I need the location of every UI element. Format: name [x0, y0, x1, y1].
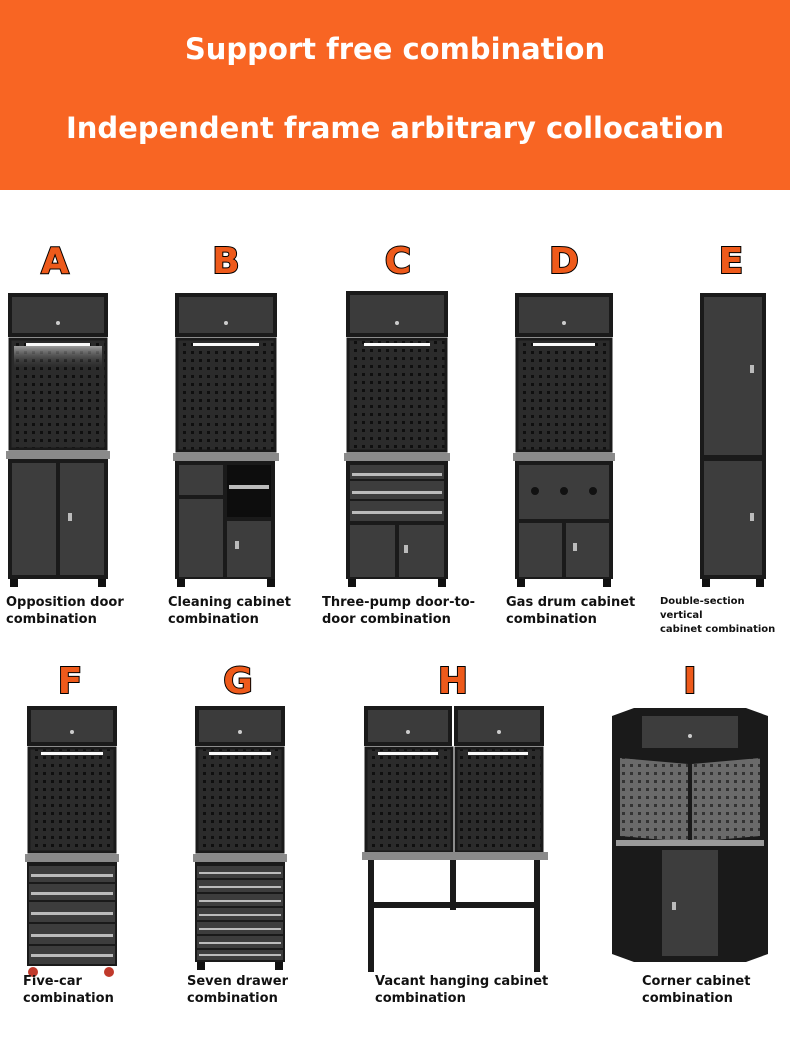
- cabinet-vacant-hanging-icon: [362, 706, 548, 974]
- cabinet-gas-drum-icon: [513, 293, 615, 589]
- header-banner: Support free combination Independent fra…: [0, 0, 790, 190]
- cabinet-seven-drawer-icon: [193, 706, 287, 970]
- cabinet-five-drawer-icon: [25, 706, 119, 978]
- caption-b: Cleaning cabinet combination: [168, 595, 291, 627]
- cabinet-cleaning-icon: [173, 293, 279, 589]
- cabinet-corner-icon: [612, 706, 768, 964]
- caption-d: Gas drum cabinet combination: [506, 595, 636, 627]
- caption-g: Seven drawer combination: [187, 974, 288, 1006]
- caption-h: Vacant hanging cabinet combination: [375, 974, 549, 1006]
- letter-d: D: [548, 241, 580, 283]
- banner-title: Support free combination: [184, 32, 606, 66]
- cabinet-three-pump-icon: [344, 291, 450, 587]
- letter-g: G: [222, 661, 254, 703]
- cabinet-opposition-door-icon: [6, 293, 110, 589]
- cabinet-double-vertical-icon: [696, 293, 770, 589]
- letter-a: A: [40, 241, 70, 283]
- letter-f: F: [57, 661, 84, 703]
- letter-i: I: [682, 661, 697, 703]
- caption-e: Double-section vertical cabinet combinat…: [660, 596, 776, 635]
- caption-c: Three-pump door-to- door combination: [322, 595, 476, 627]
- letter-e: E: [718, 241, 745, 283]
- caption-i: Corner cabinet combination: [642, 974, 751, 1006]
- letter-b: B: [211, 241, 240, 283]
- banner-subtitle: Independent frame arbitrary collocation: [65, 111, 725, 145]
- caption-a: Opposition door combination: [6, 595, 124, 627]
- letter-c: C: [384, 241, 412, 283]
- caption-f: Five-car combination: [23, 974, 114, 1006]
- letter-h: H: [437, 661, 469, 703]
